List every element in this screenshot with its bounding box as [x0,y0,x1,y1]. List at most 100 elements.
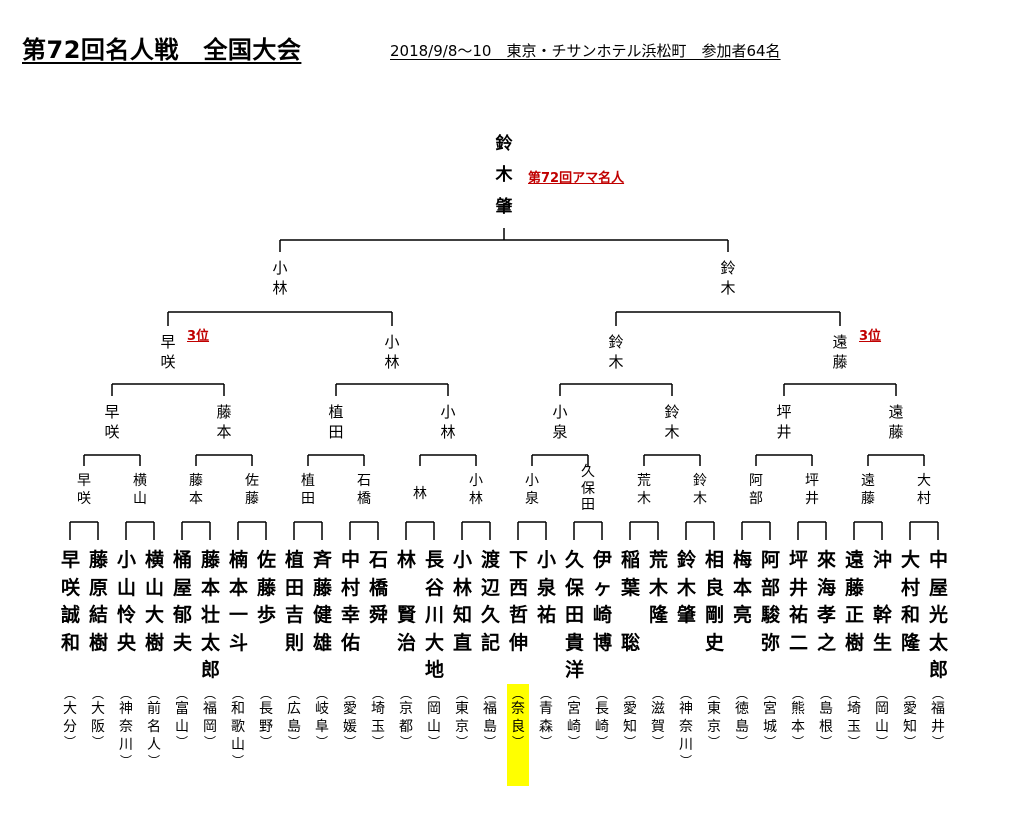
prefecture-text: 青 森 [539,701,553,736]
close-paren: ︶ [623,735,636,750]
prefecture-text: 和 歌 山 [231,701,245,754]
open-paren: ︵ [595,687,608,701]
player-prefecture: ︵長 野︶ [255,688,277,748]
open-paren: ︵ [651,687,664,701]
player-prefecture: ︵埼 玉︶ [367,688,389,748]
player-prefecture: ︵島 根︶ [815,688,837,748]
page-title: 第72回名人戦 全国大会 [22,36,302,64]
open-paren: ︵ [539,687,552,701]
player-prefecture: ︵岡 山︶ [871,688,893,748]
prefecture-text: 熊 本 [791,701,805,736]
round32-winner: 横 山 [133,473,147,507]
prefecture-text: 埼 玉 [847,701,861,736]
round16-winner: 早 咲 [104,403,120,441]
round32-winner: 坪 井 [805,473,819,507]
open-paren: ︵ [847,687,860,701]
close-paren: ︶ [735,735,748,750]
open-paren: ︵ [931,687,944,701]
close-paren: ︶ [119,753,132,768]
quarterfinal-winner: 小 林 [384,333,400,371]
prefecture-text: 福 井 [931,701,945,736]
round32-winner: 石 橋 [357,473,371,507]
player-prefecture: ︵広 島︶ [283,688,305,748]
open-paren: ︵ [483,687,496,701]
round32-winner: 佐 藤 [245,473,259,507]
player-prefecture: ︵東 京︶ [451,688,473,748]
player-name: 遠 藤 正 樹 [844,549,864,654]
close-paren: ︶ [455,735,468,750]
open-paren: ︵ [175,687,188,701]
close-paren: ︶ [903,735,916,750]
player-prefecture: ︵宮 崎︶ [563,688,585,748]
prefecture-text: 広 島 [287,701,301,736]
close-paren: ︶ [371,735,384,750]
player-prefecture: ︵福 島︶ [479,688,501,748]
player-name: 久 保 田 貴 洋 [564,549,584,682]
player-name: 渡 辺 久 記 [480,549,500,654]
round32-winner: 小 林 [469,473,483,507]
player-prefecture: ︵愛 媛︶ [339,688,361,748]
round32-winner: 大 村 [917,473,931,507]
close-paren: ︶ [287,735,300,750]
prefecture-text: 京 都 [399,701,413,736]
prefecture-text: 前 名 人 [147,701,161,754]
open-paren: ︵ [315,687,328,701]
player-prefecture: ︵岐 阜︶ [311,688,333,748]
open-paren: ︵ [763,687,776,701]
close-paren: ︶ [819,735,832,750]
player-name: 大 村 和 隆 [900,549,920,654]
player-prefecture: ︵奈 良︶ [507,684,529,786]
player-prefecture: ︵宮 城︶ [759,688,781,748]
player-prefecture: ︵大 分︶ [59,688,81,748]
open-paren: ︵ [287,687,300,701]
event-info: 2018/9/8～10 東京・チサンホテル浜松町 参加者64名 [390,42,781,60]
player-name: 小 林 知 直 [452,549,472,654]
round16-winner: 小 泉 [552,403,568,441]
prefecture-text: 神 奈 川 [119,701,133,754]
player-prefecture: ︵大 阪︶ [87,688,109,748]
round16-winner: 藤 本 [216,403,232,441]
player-name: 阿 部 駿 弥 [760,549,780,654]
open-paren: ︵ [371,687,384,701]
prefecture-text: 岐 阜 [315,701,329,736]
player-prefecture: ︵和 歌 山︶ [227,688,249,767]
quarterfinal-winner: 遠 藤 [832,333,848,371]
open-paren: ︵ [791,687,804,701]
close-paren: ︶ [595,735,608,750]
prefecture-text: 岡 山 [875,701,889,736]
close-paren: ︶ [539,735,552,750]
open-paren: ︵ [679,687,692,701]
round32-winner: 遠 藤 [861,473,875,507]
open-paren: ︵ [511,687,524,701]
player-name: 佐 藤 歩 [256,549,276,627]
player-name: 中 村 幸 佑 [340,549,360,654]
open-paren: ︵ [399,687,412,701]
player-name: 長 谷 川 大 地 [424,549,444,682]
close-paren: ︶ [763,735,776,750]
player-name: 横 山 大 樹 [144,549,164,654]
close-paren: ︶ [147,753,160,768]
player-name: 藤 原 結 樹 [88,549,108,654]
open-paren: ︵ [119,687,132,701]
player-prefecture: ︵埼 玉︶ [843,688,865,748]
player-prefecture: ︵東 京︶ [703,688,725,748]
prefecture-text: 東 京 [455,701,469,736]
player-prefecture: ︵福 岡︶ [199,688,221,748]
prefecture-text: 愛 知 [903,701,917,736]
open-paren: ︵ [903,687,916,701]
player-prefecture: ︵神 奈 川︶ [675,688,697,767]
player-prefecture: ︵滋 賀︶ [647,688,669,748]
close-paren: ︶ [483,735,496,750]
champion-name: 鈴 木 肇 [495,134,513,217]
close-paren: ︶ [315,735,328,750]
player-name: 石 橋 舜 [368,549,388,627]
close-paren: ︶ [399,735,412,750]
prefecture-text: 岡 山 [427,701,441,736]
round16-winner: 坪 井 [776,403,792,441]
prefecture-text: 大 阪 [91,701,105,736]
player-name: 桶 屋 郁 夫 [172,549,192,654]
prefecture-text: 長 崎 [595,701,609,736]
player-name: 稲 葉 聡 [620,549,640,654]
round32-winner: 植 田 [301,473,315,507]
